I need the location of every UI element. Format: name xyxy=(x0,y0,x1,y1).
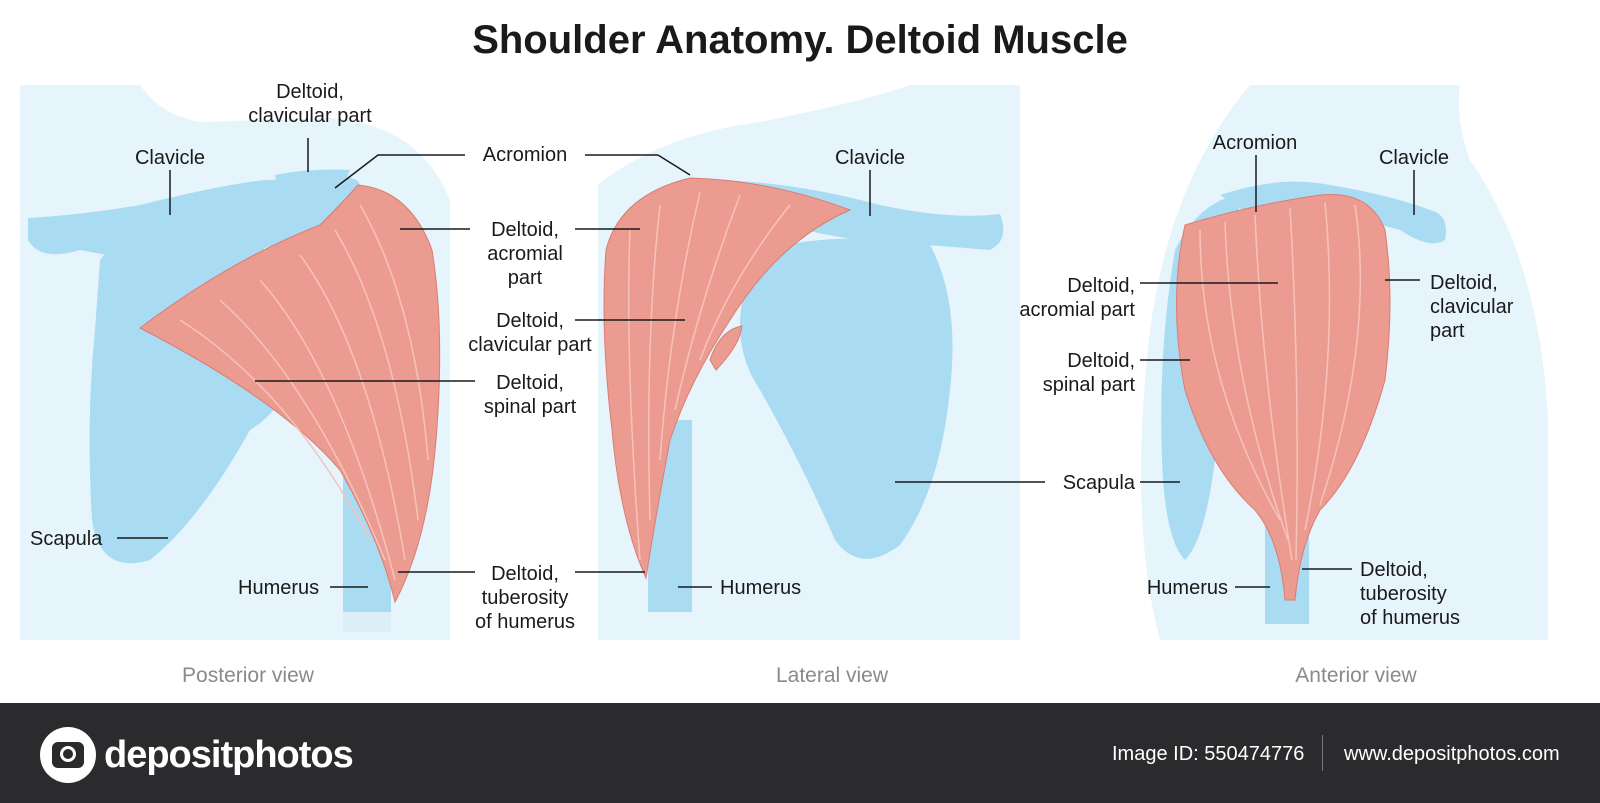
caption-lateral-view: Lateral view xyxy=(775,664,889,687)
lateral-muscle xyxy=(603,177,852,580)
label-posterior-humerus: Humerus xyxy=(238,577,320,599)
label-posterior-scapula: Scapula xyxy=(30,528,103,550)
label-deltoid-clavicular-mid: Deltoid,clavicular part xyxy=(468,310,592,356)
posterior-muscle-fibers xyxy=(179,204,429,581)
footer-divider xyxy=(1322,735,1323,771)
brand-logo[interactable]: depositphotos xyxy=(40,727,354,783)
label-anterior-humerus: Humerus xyxy=(1146,577,1228,599)
label-anterior-deltoid-acromial: Deltoid,acromial part xyxy=(1019,275,1135,321)
posterior-humerus-tip xyxy=(343,612,391,632)
label-anterior-clavicle: Clavicle xyxy=(1378,147,1450,169)
anterior-muscle-fibers xyxy=(1199,201,1362,561)
leader-lines xyxy=(117,138,1420,588)
anatomy-illustration xyxy=(20,85,1548,640)
label-posterior-deltoid-clavicular: Deltoid,clavicular part xyxy=(248,81,372,127)
label-lateral-humerus: Humerus xyxy=(720,577,802,599)
footer-bar: depositphotos Image ID: 550474776 www.de… xyxy=(0,703,1600,803)
lateral-muscle-fibers xyxy=(628,191,791,561)
camera-icon xyxy=(40,727,96,783)
website-link[interactable]: www.depositphotos.com xyxy=(1344,743,1560,765)
label-acromion: Acromion xyxy=(482,144,568,166)
label-posterior-clavicle: Clavicle xyxy=(134,147,206,169)
image-id: Image ID: 550474776 xyxy=(1112,743,1305,765)
caption-anterior-view: Anterior view xyxy=(1295,664,1417,687)
label-anterior-acromion: Acromion xyxy=(1212,132,1298,154)
label-anterior-deltoid-spinal: Deltoid,spinal part xyxy=(1042,350,1135,396)
page-title: Shoulder Anatomy. Deltoid Muscle xyxy=(472,18,1128,62)
label-scapula-shared: Scapula xyxy=(1062,472,1135,494)
label-deltoid-spinal: Deltoid,spinal part xyxy=(483,372,577,418)
brand-name: depositphotos xyxy=(104,733,354,776)
label-lateral-clavicle: Clavicle xyxy=(834,147,906,169)
caption-posterior-view: Posterior view xyxy=(182,664,314,687)
